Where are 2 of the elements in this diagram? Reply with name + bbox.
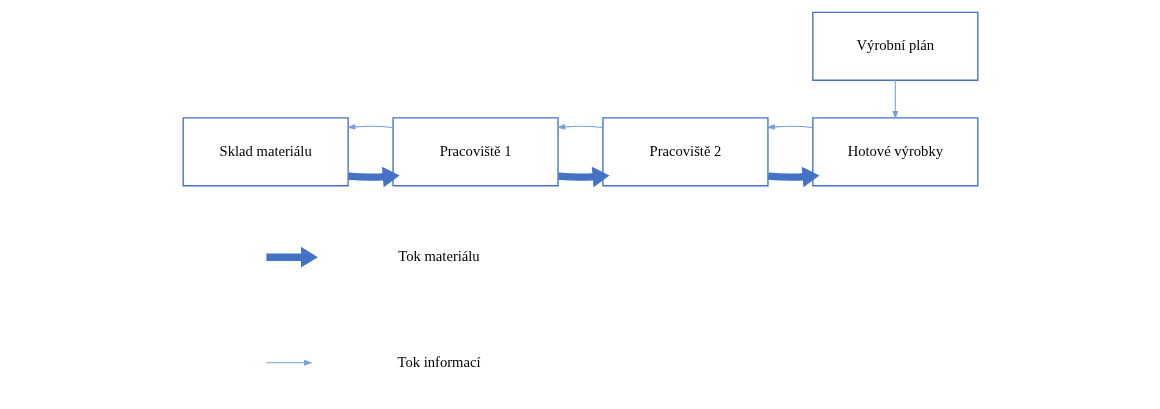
legend-label: Tok materiálu	[397, 248, 480, 265]
legend-label: Tok informací	[397, 353, 480, 370]
